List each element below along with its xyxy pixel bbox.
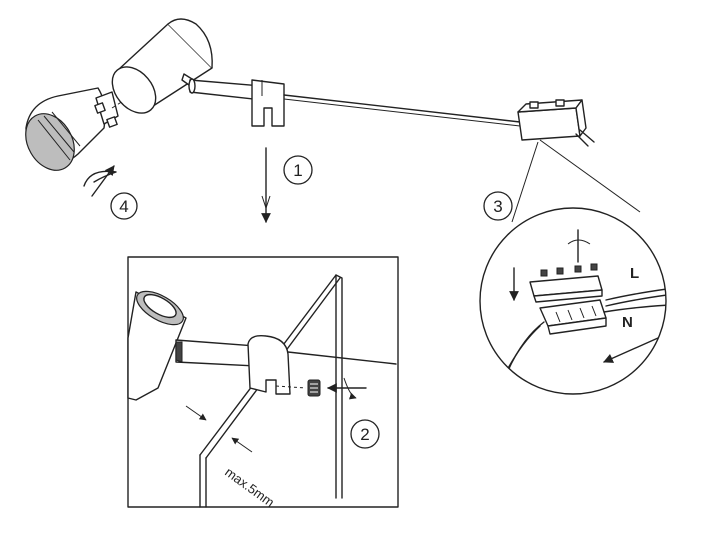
clamp-detail-panel: max.5mm 2 bbox=[127, 256, 399, 510]
down-arrow-icon bbox=[261, 147, 271, 223]
wiring-detail: L N bbox=[479, 207, 667, 395]
step-4-label: 4 bbox=[119, 197, 128, 216]
screw-icon bbox=[540, 263, 598, 277]
step-1-label: 1 bbox=[293, 161, 302, 180]
neutral-wire-label: N bbox=[622, 314, 633, 331]
step-2-label: 2 bbox=[360, 425, 369, 444]
lamp-housing bbox=[111, 18, 213, 114]
step-3-label: 3 bbox=[493, 197, 502, 216]
step-1-badge: 1 bbox=[283, 155, 313, 185]
step-3-badge: 3 bbox=[483, 191, 513, 221]
clamp bbox=[251, 79, 285, 127]
clamp-detail bbox=[247, 334, 397, 395]
grub-screw-icon bbox=[307, 379, 321, 397]
driver-box bbox=[517, 99, 595, 147]
step-4-badge: 4 bbox=[110, 192, 138, 220]
arm-tube bbox=[188, 78, 263, 101]
step-2-badge: 2 bbox=[350, 419, 380, 449]
rotate-arrow-icon bbox=[83, 165, 117, 197]
spotlight-assembly bbox=[25, 18, 595, 171]
bulb-icon bbox=[25, 87, 119, 171]
lamp-head-detail bbox=[127, 290, 187, 401]
live-wire-label: L bbox=[630, 265, 639, 282]
